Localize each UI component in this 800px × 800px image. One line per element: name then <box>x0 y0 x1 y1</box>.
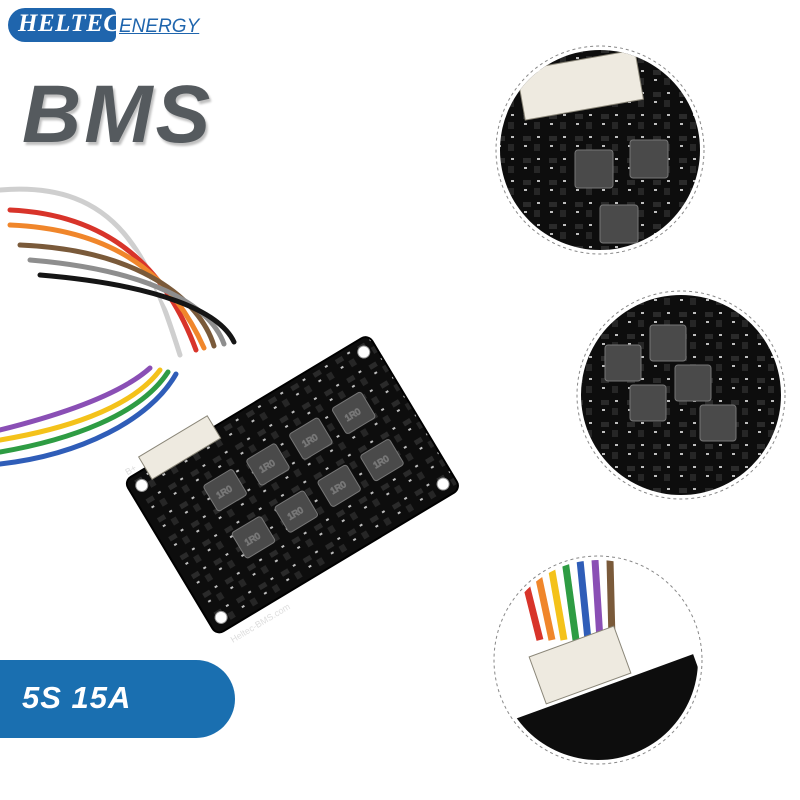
logo-badge <box>8 8 116 42</box>
zoom-circle-wires <box>493 555 703 765</box>
jst-connector <box>137 415 222 480</box>
wire-harness <box>0 186 237 473</box>
spec-badge: 5S 15A <box>0 660 235 738</box>
product-title: BMS <box>22 69 214 160</box>
spec-badge-label: 5S 15A <box>22 680 132 715</box>
terminal-label: B+ <box>123 463 138 477</box>
logo-tagline-text: ENERGY <box>119 16 200 37</box>
logo-brand-text: HELTEC <box>18 10 121 37</box>
heltec-logo: HELTEC ENERGY <box>8 6 200 42</box>
zoom-circle-connector <box>495 45 705 255</box>
zoom-circle-inductors <box>576 290 786 500</box>
